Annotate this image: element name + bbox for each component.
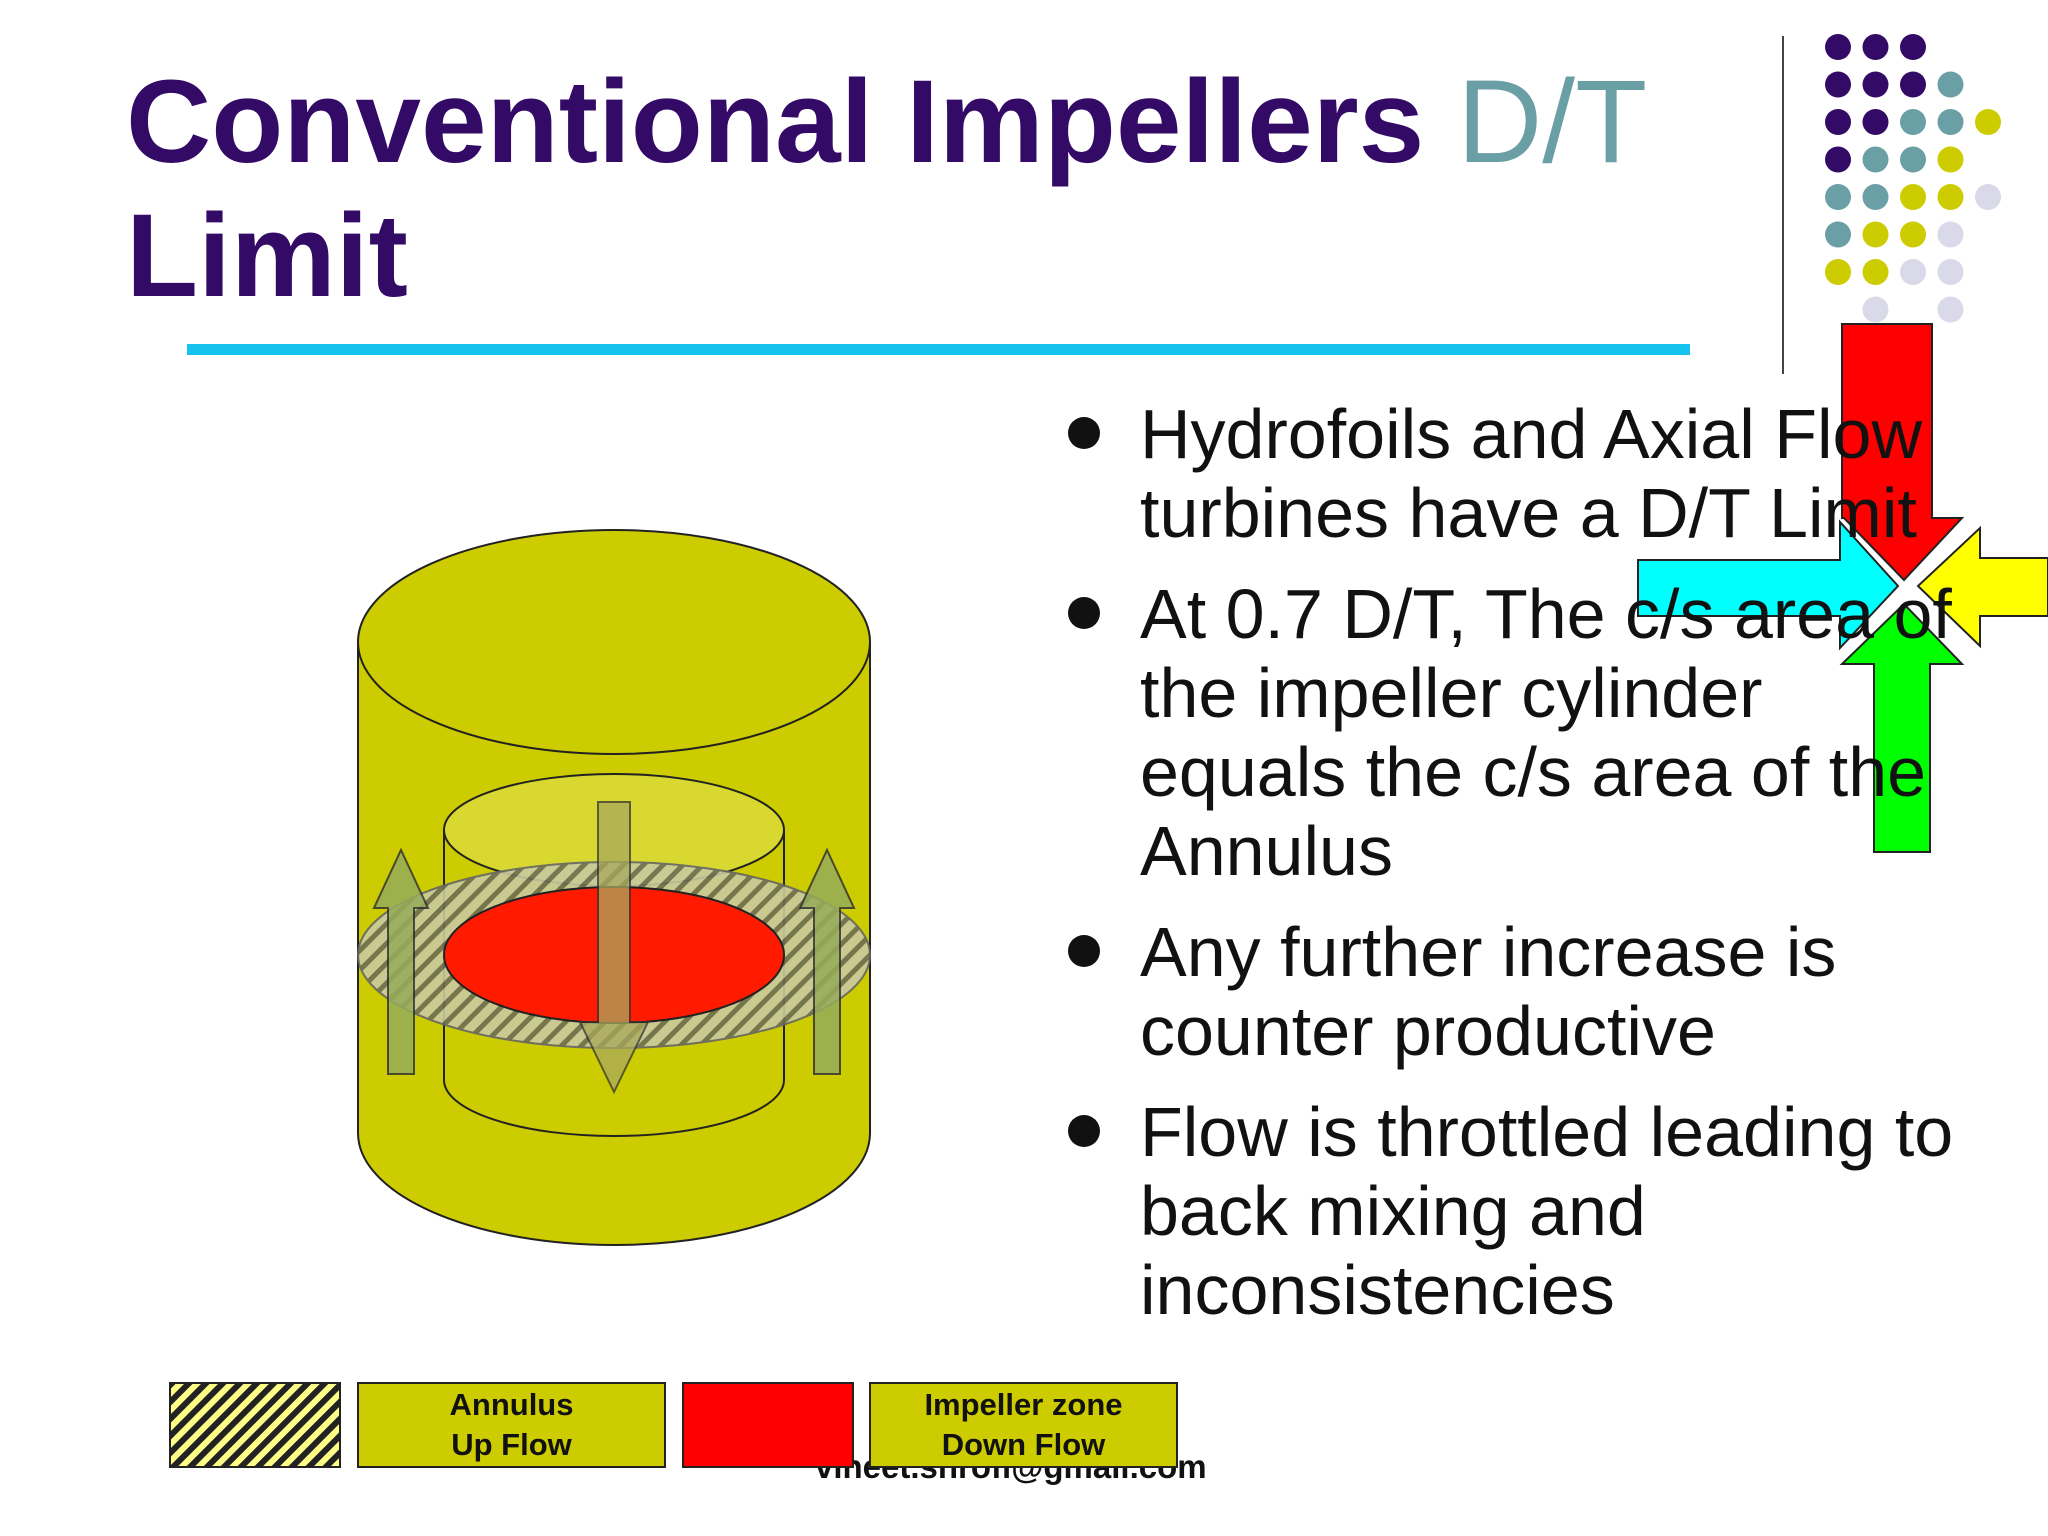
yellow-arrow-icon — [1916, 525, 2048, 649]
decoration-dot — [1900, 34, 1926, 60]
green-arrow-icon — [1839, 602, 1965, 853]
decoration-dot — [1862, 34, 1889, 60]
decoration-dot — [1937, 221, 1964, 248]
down-flow-arrow — [578, 801, 650, 1095]
decoration-dot — [1937, 146, 1964, 173]
decoration-dot — [1937, 296, 1964, 323]
decoration-dot — [1862, 259, 1889, 285]
decoration-dot — [1900, 184, 1926, 210]
decoration-dot — [1900, 71, 1926, 98]
legend-red-swatch — [682, 1382, 854, 1468]
decoration-dot — [1862, 146, 1889, 173]
cyan-arrow-icon — [1637, 519, 1900, 651]
bullet-dot-icon — [1068, 597, 1100, 629]
decoration-dot — [1937, 71, 1964, 98]
bullet-dot-icon — [1068, 1115, 1100, 1147]
legend-annulus-up-flow: Annulus Up Flow — [357, 1382, 666, 1468]
decoration-dot — [1975, 184, 2001, 210]
decoration-dot — [1825, 184, 1851, 210]
decoration-dot — [1900, 259, 1926, 285]
right-up-flow-arrow — [798, 847, 856, 1075]
title-accent: D/T — [1457, 56, 1648, 188]
bullet-dot-icon — [1068, 935, 1100, 967]
title-line2: Limit — [126, 190, 408, 322]
title-main: Conventional Impellers — [126, 56, 1425, 188]
divider-line — [1782, 36, 1784, 374]
bullet-list: Hydrofoils and Axial Flow turbines have … — [1060, 395, 1960, 1352]
tank-top — [357, 529, 871, 755]
title-underline — [187, 344, 1690, 355]
decoration-dot — [1900, 221, 1926, 248]
decoration-dot — [1862, 71, 1889, 98]
decoration-dot — [1900, 109, 1926, 135]
decoration-dot — [1937, 259, 1964, 285]
legend-hatch-swatch — [169, 1382, 341, 1468]
decoration-dot — [1825, 221, 1851, 248]
decoration-dot — [1900, 146, 1926, 173]
decoration-dot — [1862, 221, 1889, 248]
decoration-dot — [1937, 109, 1964, 135]
bullet-item: At 0.7 D/T, The c/s area of the impeller… — [1060, 575, 1960, 891]
bullet-item: Flow is throttled leading to back mixing… — [1060, 1093, 1960, 1330]
left-up-flow-arrow — [372, 847, 430, 1075]
decoration-dot — [1937, 184, 1964, 210]
decoration-dot — [1825, 146, 1851, 173]
decoration-dot — [1825, 71, 1851, 98]
decoration-dot — [1862, 184, 1889, 210]
decoration-dot — [1825, 259, 1851, 285]
bullet-dot-icon — [1068, 417, 1100, 449]
decoration-dot — [1825, 34, 1851, 60]
bullet-item: Any further increase is counter producti… — [1060, 913, 1960, 1071]
decoration-dot — [1975, 109, 2001, 135]
slide-title: Conventional Impellers D/T Limit — [126, 55, 1726, 323]
bullet-item: Hydrofoils and Axial Flow turbines have … — [1060, 395, 1960, 553]
red-arrow-icon — [1841, 323, 1965, 582]
decoration-dot — [1862, 296, 1889, 323]
decoration-dot — [1825, 109, 1851, 135]
legend-impeller-zone-down-flow: Impeller zone Down Flow — [869, 1382, 1178, 1468]
decoration-dot — [1862, 109, 1889, 135]
